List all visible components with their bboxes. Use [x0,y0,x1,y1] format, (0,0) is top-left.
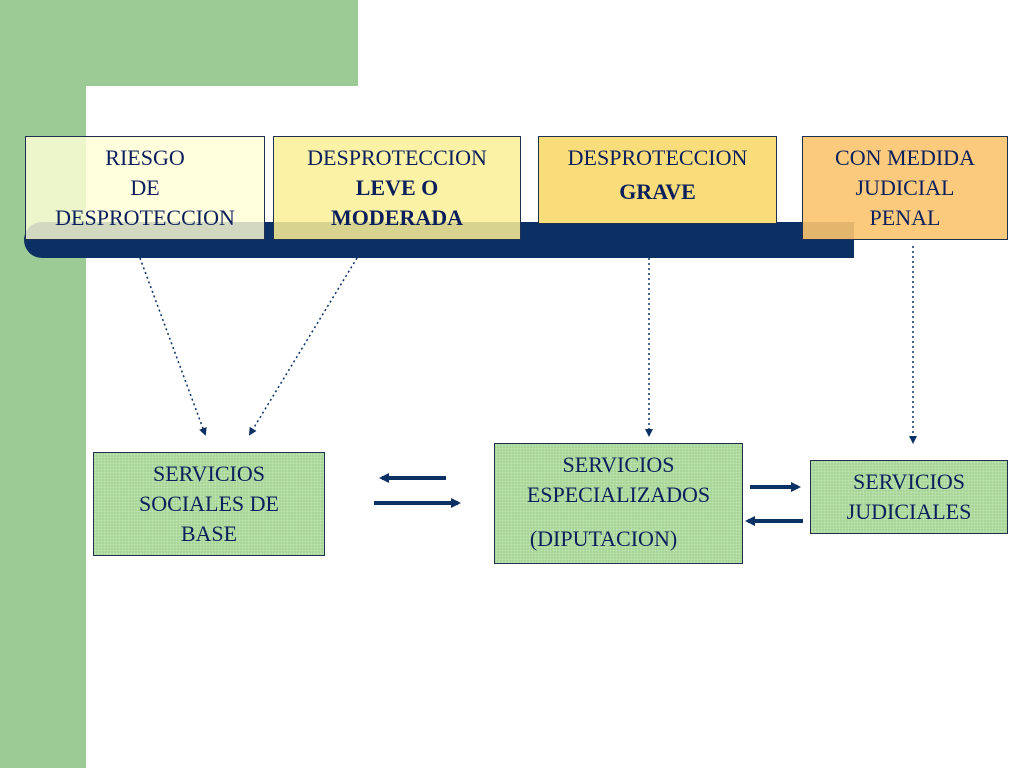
level-line: PENAL [869,205,941,230]
level-line: DE [130,175,160,200]
level-box-leve-moderada: DESPROTECCION LEVE O MODERADA [273,136,521,240]
level-box-medida-judicial: CON MEDIDA JUDICIAL PENAL [802,136,1008,240]
left-green-band [0,0,86,768]
level-line-bold: GRAVE [619,179,696,204]
service-box-especializados: SERVICIOS ESPECIALIZADOS (DIPUTACION) [494,443,743,564]
level-line: DESPROTECCION [307,145,487,170]
service-line: SERVICIOS [562,452,675,477]
service-box-judiciales: SERVICIOS JUDICIALES [810,460,1008,534]
service-line: ESPECIALIZADOS [526,482,711,507]
level-line-bold: MODERADA [331,205,463,230]
service-line: SERVICIOS [153,461,265,486]
level-line-bold: LEVE O [355,175,439,200]
service-line: SOCIALES DE [139,491,279,516]
top-green-band [0,0,358,86]
service-line: SERVICIOS [853,469,965,494]
level-box-grave: DESPROTECCION GRAVE [538,136,777,224]
level-line: CON MEDIDA [835,145,975,170]
service-line: JUDICIALES [846,499,972,524]
dotted-arrow-leve-to-base [248,257,358,436]
service-box-sociales-base: SERVICIOS SOCIALES DE BASE [93,452,325,556]
service-line: BASE [180,521,238,546]
service-line-extra: (DIPUTACION) [529,526,678,551]
level-line: RIESGO [105,145,185,170]
level-line: DESPROTECCION [567,145,748,170]
dotted-arrow-riesgo-to-base [139,257,207,436]
level-line: JUDICIAL [855,175,955,200]
level-line: DESPROTECCION [55,205,235,230]
level-box-riesgo: RIESGO DE DESPROTECCION [25,136,265,240]
